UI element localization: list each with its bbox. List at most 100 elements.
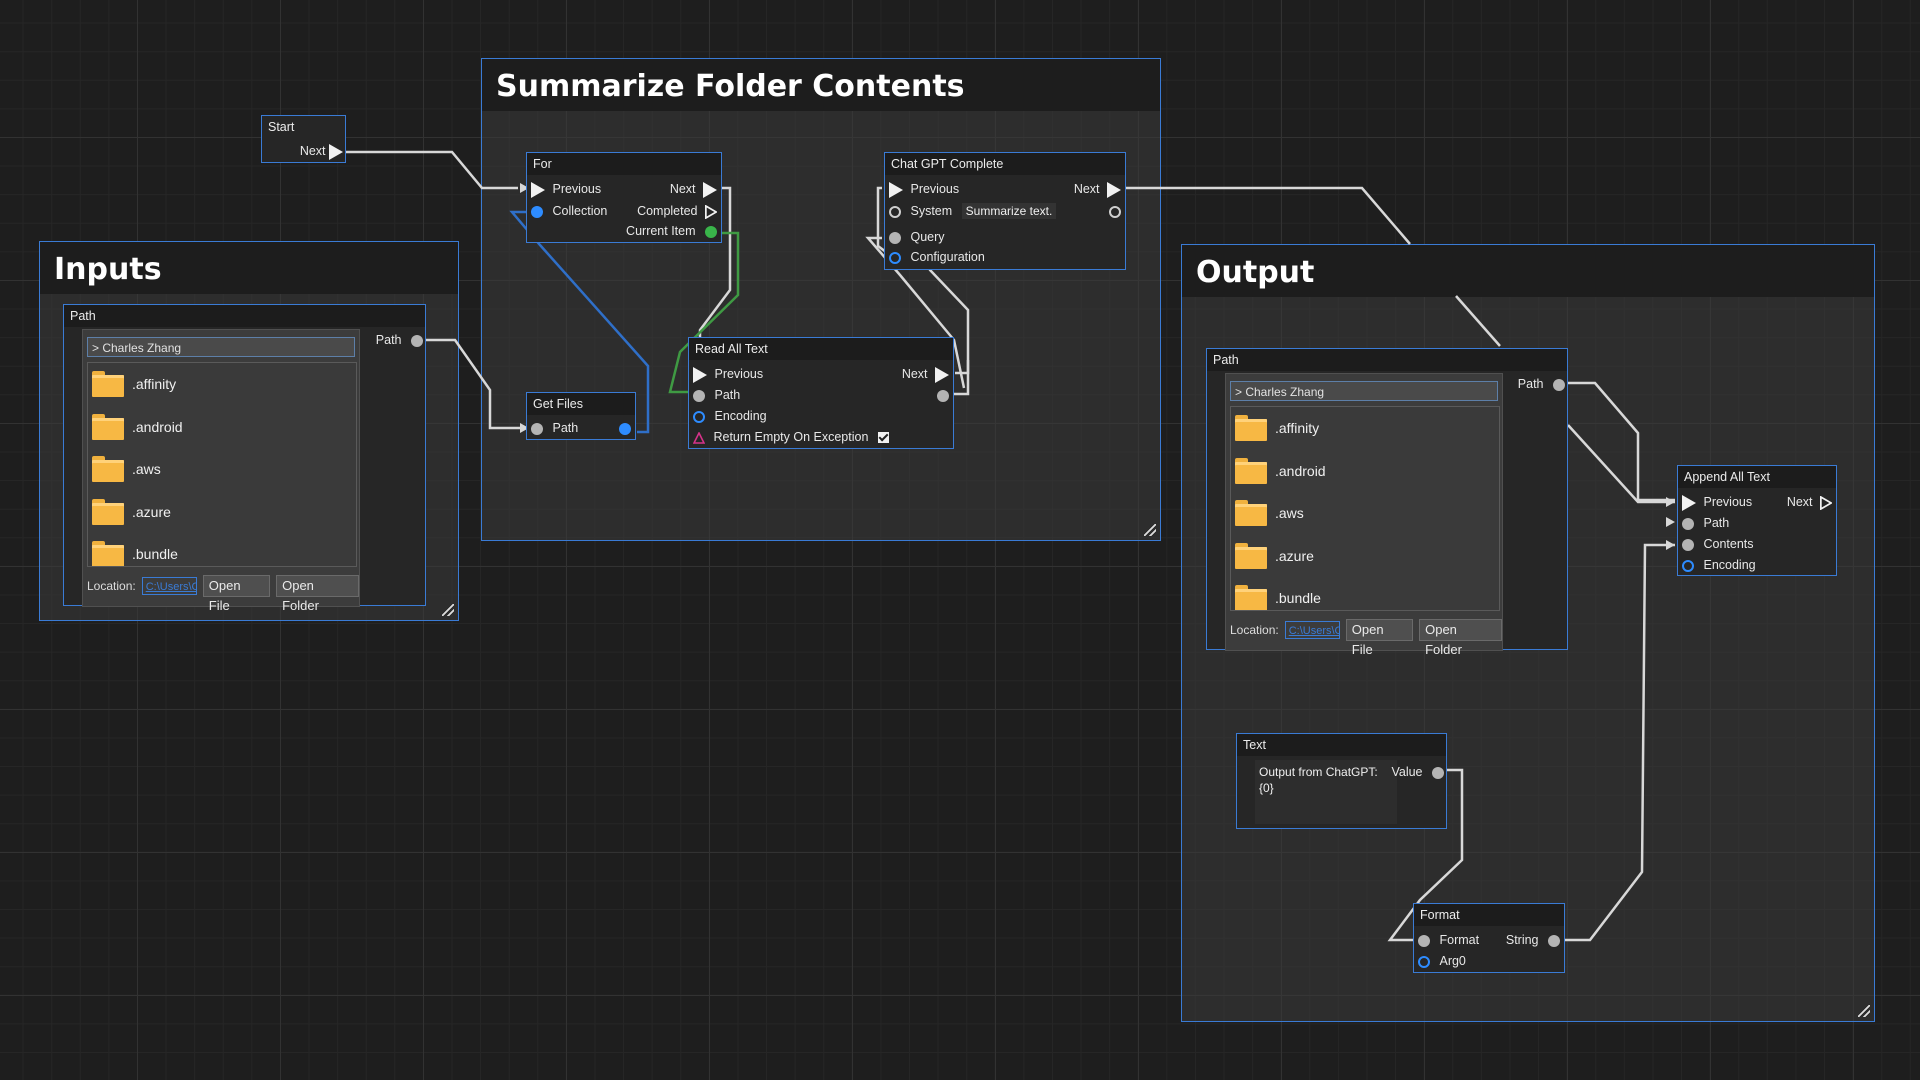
breadcrumb[interactable]: > Charles Zhang — [87, 337, 355, 357]
data-pin-icon[interactable] — [1682, 538, 1694, 551]
output-next[interactable]: Next — [1074, 179, 1121, 199]
input-query[interactable]: Query — [889, 227, 945, 247]
item-pin-icon[interactable] — [705, 225, 717, 238]
input-path[interactable]: Path — [693, 385, 740, 405]
data-pin-icon[interactable] — [1682, 517, 1694, 530]
node-chat-gpt-complete[interactable]: Chat GPT Complete Previous Next System S… — [884, 152, 1126, 270]
open-file-button[interactable]: Open File — [202, 575, 271, 613]
file-item[interactable]: .affinity — [1231, 407, 1499, 450]
file-list[interactable]: .affinity .android .aws .azure .bundle — [87, 362, 357, 567]
node-text[interactable]: Text Output from ChatGPT: {0} Value — [1236, 733, 1447, 829]
node-format[interactable]: Format Format String Arg0 — [1413, 903, 1565, 973]
exec-out-icon[interactable] — [703, 181, 717, 198]
file-item[interactable]: .aws — [1231, 492, 1499, 535]
exec-out-icon[interactable] — [1107, 181, 1121, 198]
node-append-all-text[interactable]: Append All Text Previous Next Path Conte… — [1677, 465, 1837, 576]
node-output-path[interactable]: Path Path > Charles Zhang .affinity .and… — [1206, 348, 1568, 657]
resize-grip-icon[interactable] — [442, 604, 454, 616]
input-encoding[interactable]: Encoding — [1682, 555, 1756, 575]
path-browser[interactable]: > Charles Zhang .affinity .android .aws … — [1225, 373, 1503, 657]
input-collection[interactable]: Collection — [531, 201, 607, 221]
input-return-empty[interactable]: Return Empty On Exception — [693, 427, 889, 447]
group-summarize-folder-contents[interactable]: Summarize Folder Contents — [481, 58, 1161, 541]
input-path[interactable]: Path — [531, 418, 578, 438]
output-next[interactable]: Next — [300, 141, 343, 161]
file-item[interactable]: .bundle — [88, 533, 356, 566]
exec-out-icon[interactable] — [329, 143, 343, 160]
file-item[interactable]: .azure — [88, 491, 356, 534]
data-pin-icon[interactable] — [411, 334, 423, 347]
file-list[interactable]: .affinity .android .aws .azure .bundle — [1230, 406, 1500, 611]
data-pin-icon[interactable] — [1418, 934, 1430, 947]
output-next[interactable]: Next — [1787, 492, 1832, 512]
exec-out-hollow-icon[interactable] — [705, 204, 717, 219]
open-folder-button[interactable]: Open Folder — [1419, 619, 1502, 657]
resize-grip-icon[interactable] — [1858, 1005, 1870, 1017]
output-next[interactable]: Next — [670, 179, 717, 199]
input-contents[interactable]: Contents — [1682, 534, 1754, 554]
file-item[interactable]: .android — [88, 406, 356, 449]
data-pin-icon[interactable] — [1553, 378, 1565, 391]
collection-pin-icon[interactable] — [619, 422, 631, 435]
exec-in-icon[interactable] — [889, 181, 903, 198]
return-empty-checkbox[interactable] — [877, 432, 889, 444]
node-for[interactable]: For Previous Next Collection Completed C… — [526, 152, 722, 243]
output-value[interactable]: Value — [1391, 762, 1444, 782]
open-file-button[interactable]: Open File — [1345, 619, 1414, 657]
input-system[interactable]: System Summarize text. — [889, 201, 1057, 221]
data-pin-icon[interactable] — [889, 231, 901, 244]
data-pin-icon[interactable] — [1109, 205, 1121, 218]
location-input[interactable]: C:\Users\C — [141, 577, 197, 595]
resize-grip-icon[interactable] — [1144, 524, 1156, 536]
exec-out-hollow-icon[interactable] — [1820, 495, 1832, 510]
output-result[interactable] — [1109, 201, 1121, 221]
data-pin-icon[interactable] — [1418, 955, 1430, 968]
data-pin-icon[interactable] — [1432, 766, 1444, 779]
node-input-path[interactable]: Path Path > Charles Zhang .affinity .and… — [63, 304, 426, 613]
warning-triangle-icon[interactable] — [693, 431, 705, 444]
breadcrumb[interactable]: > Charles Zhang — [1230, 381, 1498, 401]
output-next[interactable]: Next — [902, 364, 949, 384]
data-pin-icon[interactable] — [693, 410, 705, 423]
input-encoding[interactable]: Encoding — [693, 406, 767, 426]
node-get-files[interactable]: Get Files Path — [526, 392, 636, 440]
input-format[interactable]: Format — [1418, 930, 1479, 950]
input-path[interactable]: Path — [1682, 513, 1729, 533]
input-previous[interactable]: Previous — [693, 364, 763, 384]
data-pin-icon[interactable] — [889, 205, 901, 218]
location-input[interactable]: C:\Users\C — [1284, 621, 1340, 639]
output-text[interactable] — [937, 385, 949, 405]
node-start[interactable]: Start Next — [261, 115, 346, 163]
output-string[interactable]: String — [1506, 930, 1560, 950]
input-configuration[interactable]: Configuration — [889, 247, 985, 267]
exec-in-icon[interactable] — [531, 181, 545, 198]
data-pin-icon[interactable] — [937, 389, 949, 402]
text-content-input[interactable]: Output from ChatGPT: {0} — [1255, 760, 1397, 824]
system-input[interactable]: Summarize text. — [961, 203, 1057, 219]
file-item[interactable]: .affinity — [88, 363, 356, 406]
collection-pin-icon[interactable] — [531, 205, 543, 218]
data-pin-icon[interactable] — [693, 389, 705, 402]
file-item[interactable]: .azure — [1231, 535, 1499, 578]
exec-in-icon[interactable] — [693, 366, 707, 383]
data-pin-icon[interactable] — [1682, 559, 1694, 572]
data-pin-icon[interactable] — [1548, 934, 1560, 947]
input-previous[interactable]: Previous — [531, 179, 601, 199]
output-completed[interactable]: Completed — [637, 201, 717, 221]
output-path[interactable]: Path — [376, 330, 423, 350]
output-current-item[interactable]: Current Item — [626, 221, 717, 241]
input-previous[interactable]: Previous — [889, 179, 959, 199]
output-files[interactable] — [619, 418, 631, 438]
exec-in-icon[interactable] — [1682, 494, 1696, 511]
exec-out-icon[interactable] — [935, 366, 949, 383]
file-item[interactable]: .bundle — [1231, 577, 1499, 610]
data-pin-icon[interactable] — [531, 422, 543, 435]
open-folder-button[interactable]: Open Folder — [276, 575, 359, 613]
data-pin-icon[interactable] — [889, 251, 901, 264]
file-item[interactable]: .android — [1231, 450, 1499, 493]
path-browser[interactable]: > Charles Zhang .affinity .android .aws … — [82, 329, 360, 613]
file-item[interactable]: .aws — [88, 448, 356, 491]
node-read-all-text[interactable]: Read All Text Previous Next Path Encodin… — [688, 337, 954, 449]
output-path[interactable]: Path — [1518, 374, 1565, 394]
input-previous[interactable]: Previous — [1682, 492, 1752, 512]
